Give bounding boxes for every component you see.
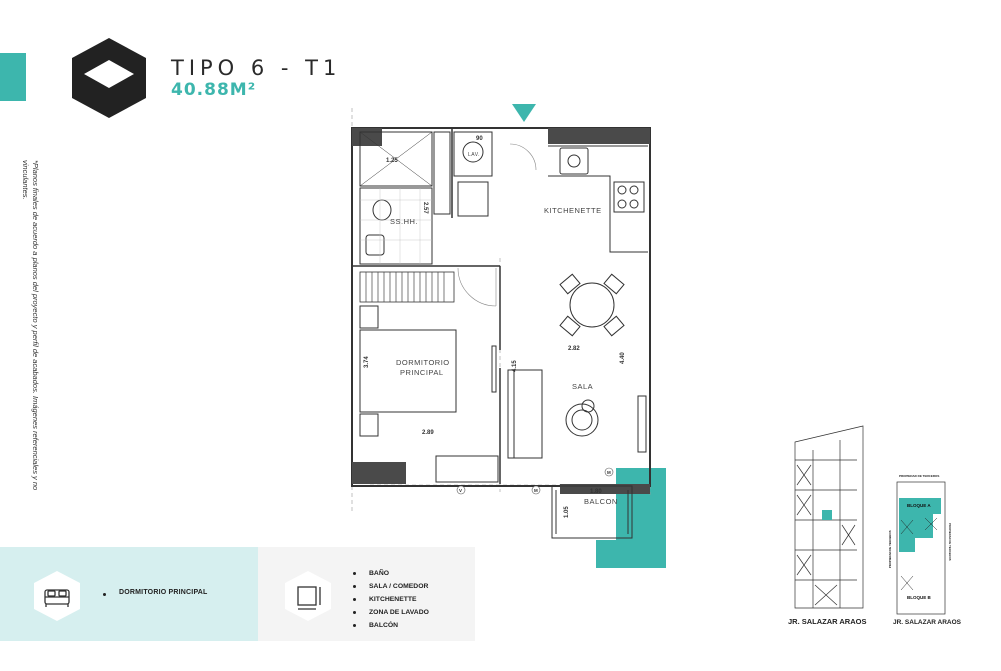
dim-sala-width: 2.82 — [568, 346, 580, 352]
unit-type-title: TIPO 6 - T1 — [171, 56, 342, 80]
marker-m1: M — [534, 488, 538, 493]
room-label-living: SALA — [572, 382, 593, 391]
corner-accent — [596, 468, 666, 568]
bed-icon — [34, 571, 80, 621]
dim-bath-height: 2.57 — [422, 202, 428, 214]
dim-corridor: 4.15 — [512, 360, 518, 372]
marker-v: V — [459, 488, 462, 493]
neighbor-label-left: PROPIEDAD DE TERCEROS — [888, 530, 892, 568]
room-label-bedroom-1: DORMITORIO — [396, 358, 450, 367]
room-label-balcony: BALCON — [584, 497, 618, 506]
marker-m2: M — [607, 470, 611, 475]
neighbor-label-top: PROPIEDAD DE TERCEROS — [899, 474, 939, 478]
dim-balcony-depth: 1.05 — [564, 506, 570, 518]
dim-balcony-width: 1.80 — [590, 489, 602, 495]
amenities-list: BAÑO SALA / COMEDOR KITCHENETTE ZONA DE … — [353, 567, 429, 632]
dim-bedroom-height: 3.74 — [364, 356, 370, 368]
dim-sala-height: 4.40 — [620, 352, 626, 364]
amenity-item: KITCHENETTE — [353, 593, 429, 606]
amenity-item: ZONA DE LAVADO — [353, 606, 429, 619]
block-b-label: BLOQUE B — [907, 595, 932, 600]
floor-plan: SS.HH. LAV. KITCHENETTE DORMITORIO PRINC… — [351, 104, 666, 568]
dim-bedroom-width: 2.89 — [422, 430, 434, 436]
room-label-laundry: LAV. — [468, 152, 480, 158]
dim-shower: 1.25 — [386, 158, 398, 164]
site-plan-overview — [794, 425, 864, 609]
entry-marker-icon — [512, 104, 536, 122]
street-label-overview: JR. SALAZAR ARAOS — [788, 617, 867, 626]
bedroom-item: DORMITORIO PRINCIPAL — [103, 589, 208, 596]
cube-logo-icon — [72, 38, 146, 118]
block-a-label: BLOQUE A — [907, 503, 931, 508]
unit-highlight-marker — [822, 510, 832, 520]
room-label-bedroom-2: PRINCIPAL — [400, 368, 444, 377]
room-label-kitchenette: KITCHENETTE — [544, 206, 602, 215]
dim-laundry-width: 90 — [476, 136, 483, 142]
amenity-item: SALA / COMEDOR — [353, 580, 429, 593]
unit-area: 40.88M² — [171, 80, 257, 100]
area-measure-icon — [285, 571, 331, 621]
disclaimer-text: *Planos finales de acuerdo a planos del … — [21, 160, 40, 491]
amenity-item: BAÑO — [353, 567, 429, 580]
amenity-item: BALCÓN — [353, 619, 429, 632]
site-plan-blocks: PROPIEDAD DE TERCEROS PROPIEDAD DE TERCE… — [888, 474, 952, 615]
room-label-bathroom: SS.HH. — [390, 217, 418, 226]
accent-bar — [0, 53, 26, 101]
street-label-blocks: JR. SALAZAR ARAOS — [893, 619, 962, 626]
neighbor-label-right: PROPIEDAD DE TERCEROS — [948, 523, 952, 561]
